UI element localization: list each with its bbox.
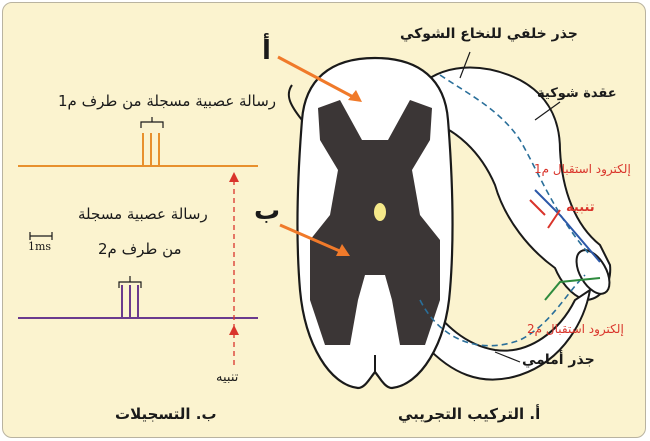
caption-records: ب. التسجيلات (115, 405, 217, 423)
stimulus-left-label: تنبيه (216, 370, 238, 385)
scale-bar (30, 232, 52, 240)
caption-setup: أ. التركيب التجريبي (398, 405, 540, 423)
msg-m2-line2: من طرف م2 (98, 240, 182, 258)
ventral-root-label: جذر أمامي (522, 352, 595, 368)
msg-m1-label: رسالة عصبية مسجلة من طرف م1 (58, 92, 276, 110)
stimulus-arrowhead-top (229, 172, 239, 182)
msg-m2-line1: رسالة عصبية مسجلة (78, 205, 208, 223)
dorsal-root-label: جذر خلفي للنخاع الشوكي (400, 26, 578, 42)
central-canal (374, 203, 386, 221)
spikes-m1 (143, 133, 159, 166)
stimulus-right-label: تنبيه (566, 200, 595, 215)
ganglion-label: عقدة شوكية (537, 86, 617, 101)
spikes-m2 (122, 285, 138, 318)
stimulus-arrowhead-mid (229, 325, 239, 335)
dorsal-horn-outline (289, 85, 302, 120)
electrode-m2-label: إلكترود استقبال م2 (527, 322, 624, 336)
scale-label: 1ms (28, 240, 51, 253)
electrode-m1-label: إلكترود استقبال م1 (534, 162, 631, 176)
bracket-m1 (141, 117, 163, 128)
label-b: ب (254, 196, 280, 226)
label-a: أ (262, 36, 271, 66)
